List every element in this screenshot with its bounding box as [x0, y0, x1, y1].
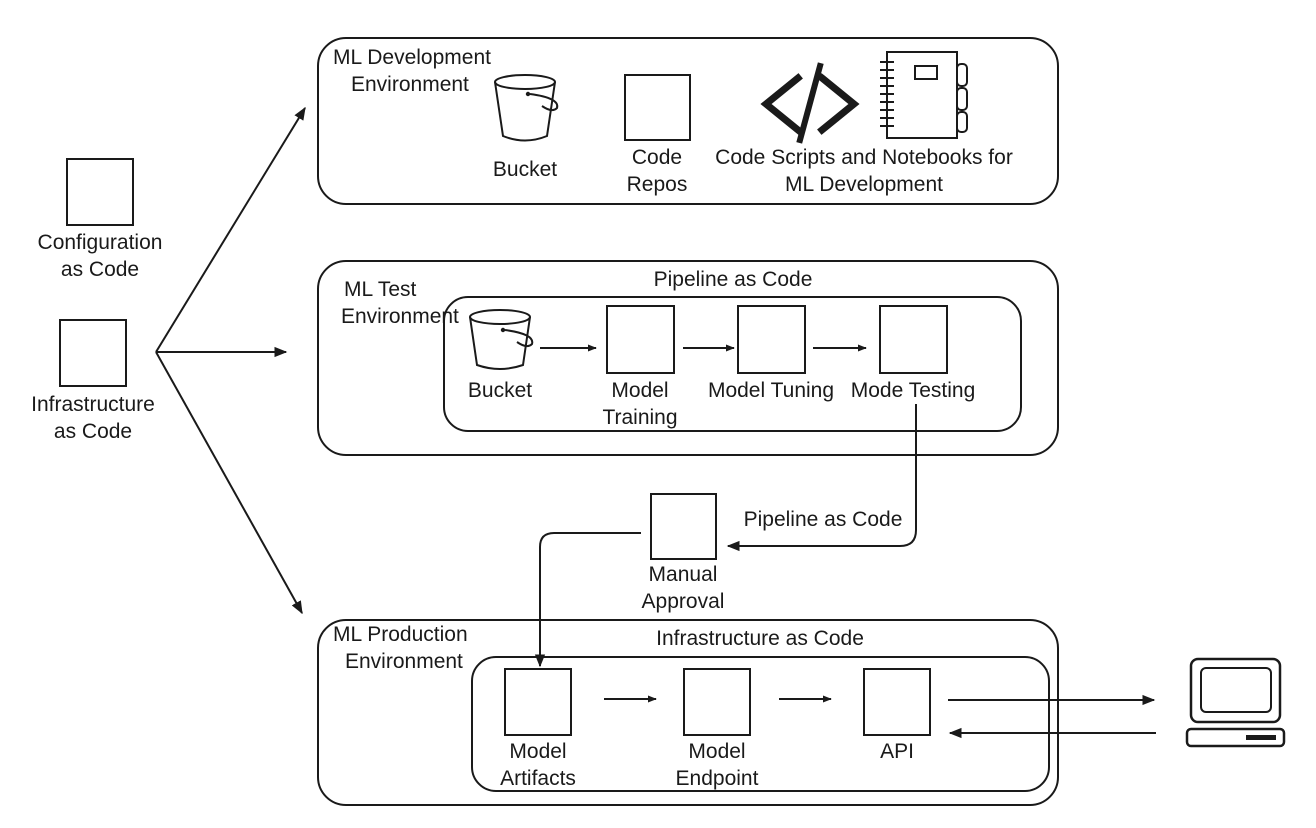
approval-pipeline-label: Pipeline as Code: [744, 508, 903, 531]
model-endpoint-label-line-1: Model: [688, 740, 745, 763]
infrastructure-as-code-box: [59, 319, 127, 387]
model-training-box: [606, 305, 675, 374]
prod-infrastructure-panel: [471, 656, 1050, 792]
test-environment-panel: [317, 260, 1059, 456]
model-tuning-box: [737, 305, 806, 374]
dev-environment-panel: [317, 37, 1059, 205]
test-env-title-line-2: Environment: [341, 305, 459, 328]
bucket-icon: [494, 74, 559, 142]
model-artifacts-box: [504, 668, 572, 736]
code-scripts-label-line-2: ML Development: [785, 173, 943, 196]
arrow-testing-to-approval: [726, 404, 917, 552]
code-repos-box: [624, 74, 691, 141]
notebook-icon: [880, 51, 968, 139]
manual-approval-label-line-1: Manual: [649, 563, 718, 586]
prod-infrastructure-label: Infrastructure as Code: [656, 627, 864, 650]
arrow-to-dev-env: [155, 106, 306, 353]
test-bucket-label: Bucket: [468, 379, 532, 402]
dev-bucket-label: Bucket: [493, 158, 557, 181]
computer-icon: [1185, 657, 1286, 748]
test-pipeline-panel: [443, 296, 1022, 432]
arrow-approval-to-artifacts: [534, 532, 641, 668]
infrastructure-label-line-1: Infrastructure: [31, 393, 155, 416]
api-box: [863, 668, 931, 736]
manual-approval-label-line-2: Approval: [642, 590, 725, 613]
configuration-as-code-box: [66, 158, 134, 226]
prod-env-title-line-2: Environment: [345, 650, 463, 673]
prod-environment-panel: [317, 619, 1059, 806]
infrastructure-label-line-2: as Code: [54, 420, 132, 443]
api-label: API: [880, 740, 914, 763]
code-repos-label-line-2: Repos: [627, 173, 688, 196]
prod-env-title-line-1: ML Production: [333, 623, 468, 646]
model-tuning-label: Model Tuning: [708, 379, 834, 402]
mode-testing-label: Mode Testing: [851, 379, 976, 402]
manual-approval-box: [650, 493, 717, 560]
model-artifacts-label-line-1: Model: [509, 740, 566, 763]
arrow-to-prod-env: [155, 351, 303, 615]
code-repos-label-line-1: Code: [632, 146, 682, 169]
bucket-icon: [469, 309, 534, 370]
dev-env-title-line-1: ML Development: [333, 46, 491, 69]
model-artifacts-label-line-2: Artifacts: [500, 767, 576, 790]
test-env-title-line-1: ML Test: [344, 278, 417, 301]
dev-env-title-line-2: Environment: [351, 73, 469, 96]
model-endpoint-box: [683, 668, 751, 736]
model-training-label-line-2: Training: [602, 406, 677, 429]
model-testing-box: [879, 305, 948, 374]
configuration-label-line-2: as Code: [61, 258, 139, 281]
model-training-label-line-1: Model: [611, 379, 668, 402]
code-icon: [760, 62, 860, 144]
configuration-label-line-1: Configuration: [38, 231, 163, 254]
test-pipeline-label: Pipeline as Code: [654, 268, 813, 291]
code-scripts-label-line-1: Code Scripts and Notebooks for: [715, 146, 1013, 169]
model-endpoint-label-line-2: Endpoint: [676, 767, 759, 790]
